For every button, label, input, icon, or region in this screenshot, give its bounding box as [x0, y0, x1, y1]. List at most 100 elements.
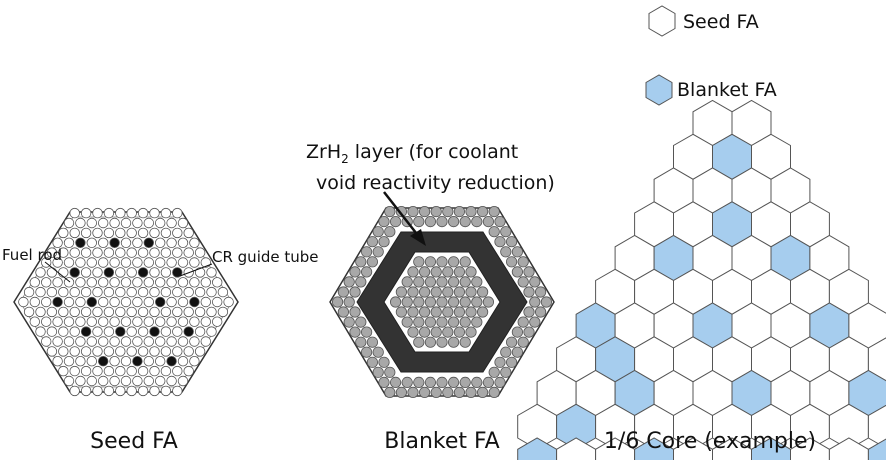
blanket-rod — [331, 296, 344, 308]
fuel-rod — [149, 207, 160, 219]
blanket-rod — [471, 276, 483, 288]
fuel-rod — [97, 237, 109, 249]
blanket-rod — [360, 246, 373, 258]
blanket-rod — [447, 376, 460, 388]
fuel-rod — [126, 286, 137, 298]
fuel-rod — [69, 306, 80, 318]
fuel-rod — [166, 296, 177, 308]
fuel-rod — [154, 336, 166, 347]
blanket-rod — [459, 216, 471, 228]
fuel-rod — [63, 217, 75, 229]
blanket-rod — [453, 326, 465, 338]
fuel-rod — [92, 365, 103, 377]
blanket-rod — [430, 206, 442, 218]
fuel-rod — [120, 277, 132, 288]
blanket-rod — [424, 296, 436, 308]
blanket-rod — [424, 336, 436, 348]
fuel-rod — [35, 267, 46, 278]
cr-guide-tube — [69, 267, 80, 278]
fuel-rod — [75, 277, 86, 288]
blanket-rod — [511, 246, 524, 258]
blanket-rod — [372, 366, 384, 378]
fuel-rod — [109, 316, 120, 327]
fuel-rod — [35, 286, 46, 298]
fuel-rod — [172, 385, 183, 397]
blanket-rod — [442, 286, 454, 298]
fuel-rod — [109, 277, 120, 288]
legend-seed-label: Seed FA — [683, 11, 759, 33]
fuel-rod — [200, 277, 212, 288]
blanket-rod — [413, 376, 425, 388]
fuel-rod — [41, 296, 52, 308]
fuel-rod — [103, 227, 115, 239]
fuel-rod — [58, 365, 69, 377]
blanket-rod — [476, 286, 489, 298]
blanket-rod — [471, 316, 483, 328]
cr-guide-tube — [166, 356, 177, 367]
blanket-rod — [453, 266, 465, 278]
blanket-rod — [401, 276, 413, 288]
blanket-rod — [447, 316, 460, 328]
fuel-rod — [189, 257, 200, 268]
fuel-rod — [103, 385, 115, 397]
fuel-rod — [172, 326, 183, 337]
blanket-rod — [442, 326, 454, 338]
fuel-rod — [115, 385, 126, 397]
fuel-rod — [109, 217, 120, 229]
blanket-rod — [436, 256, 448, 268]
fuel-rod — [115, 207, 126, 219]
fuel-rod — [206, 267, 217, 278]
blanket-rod — [529, 276, 541, 288]
fuel-rod — [166, 237, 177, 249]
fuel-rod — [80, 346, 92, 357]
zrh2-layer-label-line1: ZrH2 layer (for coolant — [306, 141, 518, 166]
blanket-rod — [407, 206, 419, 218]
fuel-rod — [103, 247, 115, 258]
fuel-rod — [149, 365, 160, 377]
cr-guide-tube — [86, 296, 98, 308]
blanket-rod — [389, 376, 402, 388]
fuel-rod — [58, 227, 69, 239]
blanket-rod — [517, 256, 529, 268]
blanket-rod — [436, 276, 448, 288]
fuel-rod — [143, 316, 155, 327]
blanket-rod — [378, 356, 390, 368]
fuel-rod — [63, 296, 75, 308]
fuel-rod — [137, 306, 149, 318]
fuel-rod — [120, 296, 132, 308]
fuel-rod — [183, 365, 194, 377]
fuel-rod — [80, 267, 92, 278]
blanket-rod — [389, 296, 402, 308]
fuel-rod — [149, 227, 160, 239]
fuel-rod — [217, 286, 229, 298]
core-seed-fa-hex — [867, 404, 886, 449]
blanket-rod — [366, 236, 378, 248]
fuel-rod — [46, 326, 58, 337]
fuel-rod — [194, 306, 206, 318]
blanket-rod — [517, 316, 529, 328]
fuel-rod — [211, 296, 223, 308]
blanket-fa-diagram: ZrH2 layer (for coolant void reactivity … — [306, 141, 555, 454]
fuel-rod — [154, 237, 166, 249]
fuel-rod — [97, 296, 109, 308]
fuel-rod — [69, 326, 80, 337]
blanket-rod — [494, 376, 506, 388]
fuel-rod — [80, 247, 92, 258]
fuel-rod-label: Fuel rod — [2, 246, 62, 264]
fuel-rod — [189, 356, 200, 367]
fuel-rod — [160, 385, 172, 397]
fuel-rod — [143, 257, 155, 268]
blanket-rod — [436, 316, 448, 328]
fuel-rod — [92, 227, 103, 239]
blanket-rod — [424, 376, 436, 388]
blanket-rod — [453, 386, 465, 398]
fuel-rod — [29, 296, 41, 308]
blanket-rod — [384, 386, 396, 398]
fuel-rod — [120, 237, 132, 249]
fuel-rod — [18, 296, 29, 308]
fuel-rod — [58, 346, 69, 357]
fuel-rod — [115, 247, 126, 258]
fuel-rod — [52, 336, 63, 347]
fuel-rod — [69, 385, 80, 397]
fuel-rod — [63, 237, 75, 249]
